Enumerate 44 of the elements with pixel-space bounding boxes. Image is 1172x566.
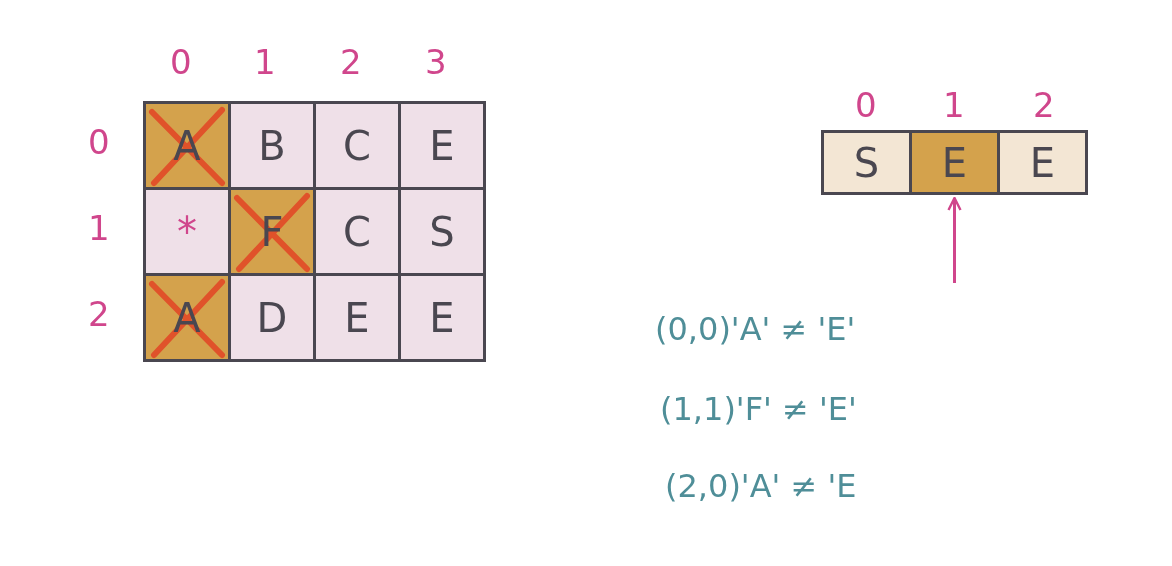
cell-letter: E	[429, 294, 455, 341]
array-index: 2	[1033, 85, 1055, 125]
cell-letter: D	[256, 294, 288, 341]
cell-letter: *	[177, 208, 197, 255]
cell-letter: F	[260, 208, 284, 255]
cell-letter: A	[173, 294, 201, 341]
cell-letter: A	[173, 122, 201, 169]
grid-cell	[313, 187, 401, 276]
cell-letter: E	[344, 294, 370, 341]
grid-cell	[398, 273, 486, 362]
comparison-text: (2,0)'A' ≠ 'E	[665, 467, 857, 505]
highlighted-cell	[143, 101, 231, 190]
grid-cell	[228, 101, 316, 190]
cell-letter: E	[429, 122, 455, 169]
cell-letter: S	[429, 208, 455, 255]
column-index: 2	[340, 42, 362, 82]
cell-letter: E	[941, 139, 968, 186]
cell-letter: C	[343, 208, 371, 255]
highlighted-cell	[228, 187, 316, 276]
column-index: 1	[254, 42, 276, 82]
grid-cell	[313, 101, 401, 190]
column-index: 3	[425, 42, 447, 82]
row-index: 0	[88, 122, 110, 162]
highlighted-cell	[143, 273, 231, 362]
cell-letter: S	[853, 139, 880, 186]
cell-letter: C	[343, 122, 371, 169]
grid-cell	[821, 130, 912, 195]
highlighted-cell	[909, 130, 1000, 195]
grid-cell	[997, 130, 1088, 195]
arrow	[947, 196, 962, 283]
grid-cell	[228, 273, 316, 362]
cell-letter: E	[1029, 139, 1056, 186]
row-index: 1	[88, 208, 110, 248]
grid-cell	[398, 187, 486, 276]
row-index: 2	[88, 294, 110, 334]
grid-cell	[398, 101, 486, 190]
array-index: 1	[943, 85, 965, 125]
cell-letter: B	[258, 122, 286, 169]
grid-cell	[313, 273, 401, 362]
comparison-text: (1,1)'F' ≠ 'E'	[660, 390, 857, 428]
column-index: 0	[170, 42, 192, 82]
comparison-text: (0,0)'A' ≠ 'E'	[655, 310, 856, 348]
grid-cell	[143, 187, 231, 276]
array-index: 0	[855, 85, 877, 125]
